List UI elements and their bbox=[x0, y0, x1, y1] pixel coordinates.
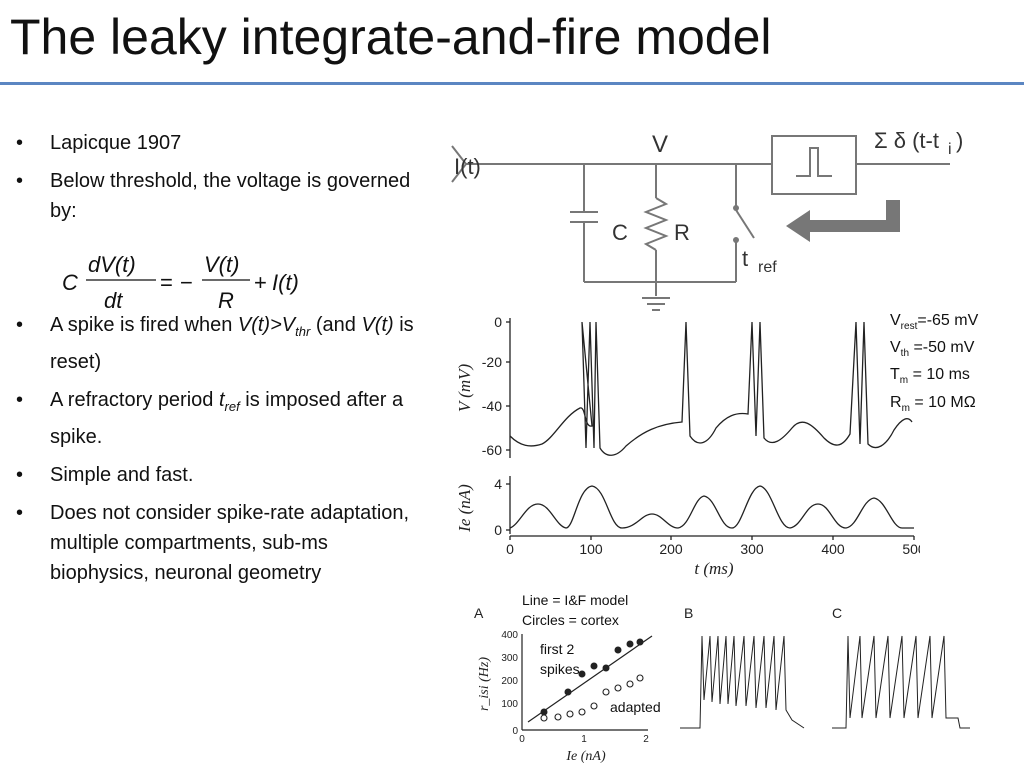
eq-c: C bbox=[62, 270, 78, 295]
bullet-item: • Does not consider spike-rate adaptatio… bbox=[14, 498, 424, 588]
circuit-output-label: Σ δ (t-t bbox=[874, 128, 939, 153]
circuit-output-close: ) bbox=[956, 128, 963, 153]
bullet-item: • A refractory period tref is imposed af… bbox=[14, 385, 424, 452]
bullet-text: is imposed after a spike. bbox=[50, 389, 404, 448]
circuit-capacitor-label: C bbox=[612, 220, 628, 245]
parameter-list: Vrest=-65 mV Vth =-50 mV Tm = 10 ms Rm =… bbox=[890, 310, 978, 419]
bullet-text: A refractory period bbox=[50, 389, 219, 411]
panel-b-label: B bbox=[684, 605, 693, 621]
model-fit-line bbox=[527, 635, 653, 723]
bullet-item: • Below threshold, the voltage is govern… bbox=[14, 166, 424, 226]
circuit-resistor-label: R bbox=[674, 220, 690, 245]
circuit-switch-label: t bbox=[742, 246, 748, 271]
bullet-item: • Simple and fast. bbox=[14, 460, 424, 490]
time-xlabel: t (ms) bbox=[694, 559, 734, 578]
legend-circles: Circles = cortex bbox=[522, 612, 619, 628]
spikes-label: spikes bbox=[540, 661, 580, 677]
bullet-italic: V(t)>V bbox=[237, 314, 296, 336]
eq-r: R bbox=[218, 288, 234, 313]
adapting-trace-b bbox=[680, 635, 805, 729]
lif-equation: C dV(t) dt = − V(t) R + I(t) bbox=[62, 252, 299, 313]
time-xtick: 200 bbox=[659, 541, 683, 557]
rate-ylabel: r_isi (Hz) bbox=[477, 657, 492, 711]
slide-title: The leaky integrate-and-fire model bbox=[10, 9, 772, 65]
circuit-voltage-label: V bbox=[652, 131, 668, 158]
legend-line: Line = I&F model bbox=[522, 592, 629, 608]
time-xtick: 500 bbox=[902, 541, 920, 557]
regular-trace-c bbox=[832, 635, 970, 729]
bullet-text: (and bbox=[310, 314, 362, 336]
bullet-italic: V(t) bbox=[361, 314, 394, 336]
bullet-item: • A spike is fired when V(t)>Vthr (and V… bbox=[14, 310, 424, 377]
rate-adaptation-figure: A B C 400 300 200 100 0 0 1 2 bbox=[474, 605, 970, 764]
current-ytick: 0 bbox=[494, 522, 502, 538]
voltage-ytick: -60 bbox=[482, 442, 502, 458]
voltage-ytick: 0 bbox=[494, 314, 502, 330]
rate-ytick: 400 bbox=[501, 630, 518, 641]
title-divider bbox=[0, 82, 1024, 85]
time-xtick: 100 bbox=[579, 541, 603, 557]
bullet-sub: thr bbox=[295, 324, 311, 339]
lif-circuit-diagram: I(t) V C R t ref Σ δ (t-t i ) bbox=[451, 128, 963, 311]
rate-xtick: 1 bbox=[581, 734, 587, 745]
bullet-dot: • bbox=[16, 132, 24, 154]
bullet-dot: • bbox=[16, 170, 24, 192]
bullet-dot: • bbox=[16, 314, 24, 336]
bullet-text: A spike is fired when bbox=[50, 314, 238, 336]
param-v-th: Vth =-50 mV bbox=[890, 339, 975, 360]
eq-equals: = bbox=[160, 270, 173, 295]
voltage-ylabel: V (mV) bbox=[455, 364, 474, 413]
eq-dv: dV(t) bbox=[88, 252, 136, 277]
bullet-dot: • bbox=[16, 389, 24, 411]
panel-c-label: C bbox=[832, 605, 842, 621]
current-ylabel: Ie (nA) bbox=[455, 484, 474, 533]
rate-xtick: 2 bbox=[643, 734, 649, 745]
param-v-rest: Vrest=-65 mV bbox=[890, 312, 979, 333]
eq-dt: dt bbox=[104, 288, 123, 313]
param-r-m: Rm = 10 MΩ bbox=[890, 393, 976, 414]
rate-ytick: 0 bbox=[512, 726, 518, 737]
bullet-dot: • bbox=[16, 502, 24, 524]
time-xtick: 300 bbox=[740, 541, 764, 557]
voltage-ytick: -40 bbox=[482, 398, 502, 414]
bullet-italic: t bbox=[218, 389, 225, 411]
voltage-current-figure: 0 -20 -40 -60 4 0 0 100 200 300 400 500 … bbox=[455, 314, 920, 578]
time-xtick: 400 bbox=[821, 541, 845, 557]
bullet-text: Does not consider spike-rate adaptation,… bbox=[50, 502, 410, 584]
voltage-trace bbox=[509, 321, 913, 456]
bullet-text: Lapicque 1907 bbox=[50, 132, 182, 154]
adapted-label: adapted bbox=[610, 699, 661, 715]
legend-text: Line = I&F model Circles = cortex bbox=[522, 590, 628, 630]
voltage-ytick: -20 bbox=[482, 354, 502, 370]
rate-ytick: 100 bbox=[501, 699, 518, 710]
first-two-label: first 2 bbox=[540, 641, 574, 657]
eq-minus: − bbox=[180, 270, 193, 295]
time-xtick: 0 bbox=[506, 541, 514, 557]
eq-v: V(t) bbox=[204, 252, 239, 277]
current-trace bbox=[509, 485, 914, 529]
bullet-text: is reset) bbox=[50, 314, 414, 373]
eq-plus: + bbox=[254, 270, 267, 295]
bullet-dot: • bbox=[16, 464, 24, 486]
bullet-sub: ref bbox=[224, 399, 240, 414]
bullet-text: Below threshold, the voltage is governed… bbox=[50, 170, 411, 222]
panel-a-label: A bbox=[474, 605, 484, 621]
rate-ytick: 200 bbox=[501, 676, 518, 687]
param-t-m: Tm = 10 ms bbox=[890, 366, 970, 387]
bullet-text: Simple and fast. bbox=[50, 464, 194, 486]
rate-ytick: 300 bbox=[501, 653, 518, 664]
eq-i: I(t) bbox=[272, 270, 299, 295]
bullet-list: • Lapicque 1907 • Below threshold, the v… bbox=[14, 128, 424, 596]
circuit-output-sub: i bbox=[948, 141, 952, 158]
circuit-input-label: I(t) bbox=[454, 154, 481, 179]
rate-xtick: 0 bbox=[519, 734, 525, 745]
circuit-switch-sub: ref bbox=[758, 259, 777, 276]
bullet-item: • Lapicque 1907 bbox=[14, 128, 424, 158]
rate-xlabel: Ie (nA) bbox=[565, 749, 606, 764]
current-ytick: 4 bbox=[494, 476, 502, 492]
